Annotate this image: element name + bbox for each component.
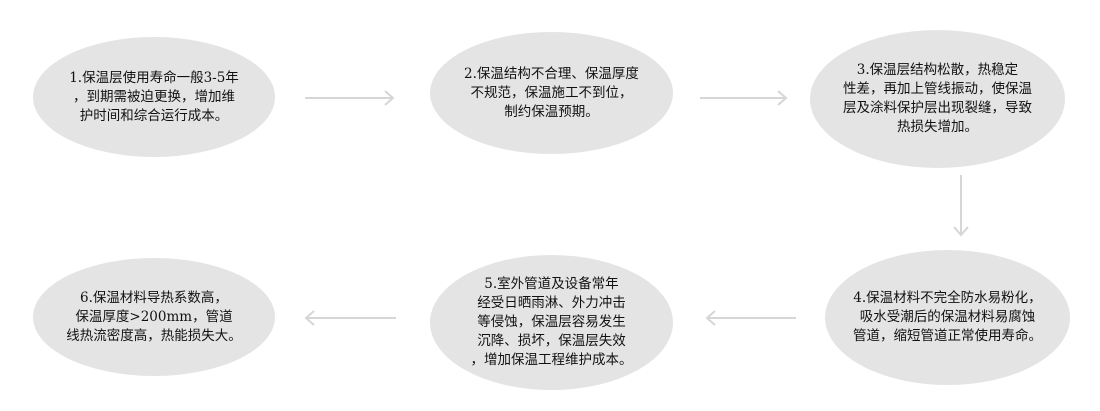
node-text: ，增加保温工程维护成本。 [470,352,633,368]
node-4: 4.保温材料不完全防水易粉化， 吸水受潮后的保温材料易腐蚀 管道，缩短管道正常使… [825,250,1070,385]
node-text: 制约保温预期。 [504,103,599,120]
node-text: 性差，再加上管线振动，使保温 [843,81,1032,97]
node-6: 6.保温材料导热系数高， 保温厚度>200mm，管道 线热流密度高，热能损失大。 [33,258,275,376]
node-3: 3.保温层结构松散，热稳定 性差，再加上管线振动，使保温 层及涂料保护层出现裂缝… [810,30,1065,168]
node-text: 管道，缩短管道正常使用寿命。 [853,328,1042,344]
node-text: 层及涂料保护层出现裂缝，导致 [843,100,1032,116]
node-text: 保温厚度>200mm，管道 [75,308,233,325]
node-text: 1.保温层使用寿命一般3-5年 [69,69,239,86]
node-text: 4.保温材料不完全防水易粉化， [853,290,1042,306]
arrow-5-to-6 [304,310,396,326]
node-text: 经受日晒雨淋、外力冲击 [477,295,626,311]
node-text: 吸水受潮后的保温材料易腐蚀 [859,309,1036,325]
node-text: 6.保温材料导热系数高， [80,289,228,306]
arrow-2-to-3 [700,90,788,106]
node-text: 等侵蚀，保温层容易发生 [477,314,626,330]
node-1: 1.保温层使用寿命一般3-5年 ，到期需被迫更换，增加维 护时间和综合运行成本。 [33,37,275,157]
node-text: 热损失增加。 [897,119,978,135]
node-text: 护时间和综合运行成本。 [79,107,229,124]
node-text: 沉降、损坏，保温层失效 [477,333,626,349]
node-text: 2.保温结构不合理、保温厚度 [464,65,639,82]
node-5: 5.室外管道及设备常年 经受日晒雨淋、外力冲击 等侵蚀，保温层容易发生 沉降、损… [430,255,673,390]
node-text: 3.保温层结构松散，热稳定 [856,62,1019,78]
arrow-3-to-4 [953,175,969,237]
node-text: 5.室外管道及设备常年 [484,276,619,292]
node-text: 线热流密度高，热能损失大。 [66,327,242,344]
node-text: 不规范，保温施工不到位， [470,84,633,101]
arrow-4-to-5 [705,310,796,326]
node-text: ，到期需被迫更换，增加维 [73,88,235,105]
node-2: 2.保温结构不合理、保温厚度 不规范，保温施工不到位， 制约保温预期。 [430,32,673,154]
arrow-1-to-2 [305,90,395,106]
